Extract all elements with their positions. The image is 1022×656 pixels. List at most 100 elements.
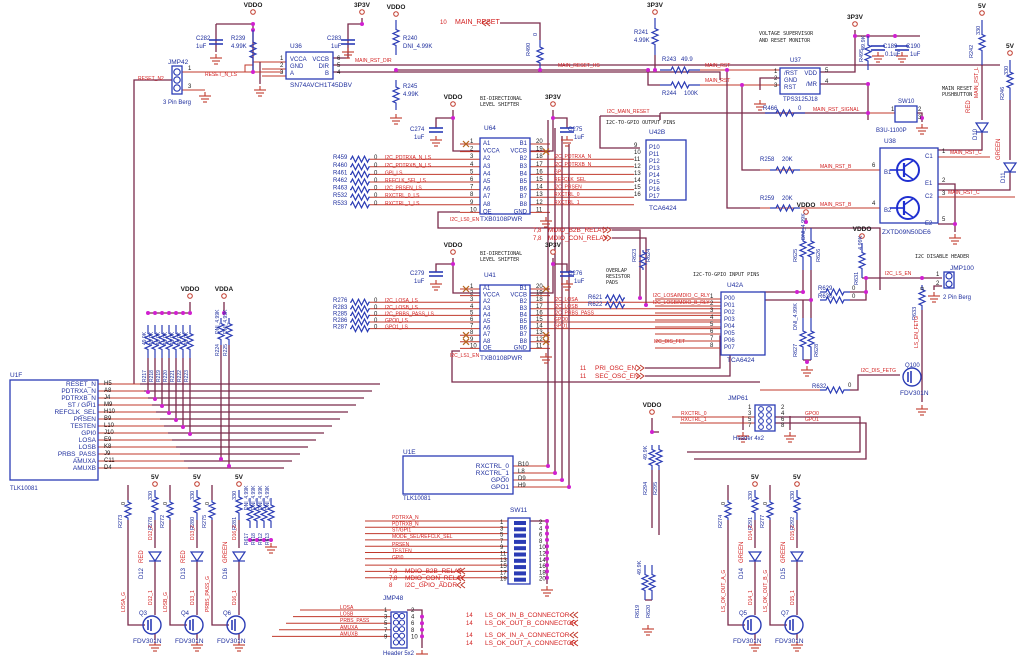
- u41-pin-num: 18: [536, 297, 543, 303]
- junction-dot: [262, 538, 266, 542]
- connector-sheet: 14: [466, 641, 473, 647]
- u64-pin: B2: [520, 156, 528, 162]
- resistor-icon: [350, 324, 370, 333]
- junction-dot: [740, 83, 744, 87]
- led-color: GREEN: [223, 542, 229, 563]
- u64-pin-num: 10: [470, 207, 477, 213]
- jmp61-part: Header 4x2: [733, 436, 765, 442]
- u64-pin-num: 4: [470, 162, 474, 168]
- u64-pin: B8: [520, 202, 528, 208]
- u42a-pin: P01: [724, 303, 735, 309]
- u41-pin-num: 14: [536, 324, 543, 330]
- u41-title: BI-DIRECTIONAL: [480, 251, 522, 257]
- sw11-pin-odd: 7: [500, 539, 504, 545]
- u64-pin-num: 5: [470, 169, 474, 175]
- jmp100-pin: 2: [936, 281, 940, 287]
- power-label: VDDO: [387, 4, 406, 11]
- u64-pin-num: 9: [470, 200, 474, 206]
- ground-icon: [342, 48, 354, 59]
- u37-pin: GND: [784, 78, 798, 84]
- junction-dot: [920, 276, 924, 280]
- led-color: GREEN: [781, 542, 787, 563]
- offpage-connector-icon: [639, 364, 645, 372]
- u41-pin: B4: [520, 312, 528, 318]
- r242-ref: R242: [969, 45, 975, 58]
- u38-pin-e2: E2: [925, 221, 933, 227]
- dip-switch-slider: [514, 527, 526, 532]
- u64-pin: GND: [514, 209, 528, 215]
- junction-dot: [866, 111, 870, 115]
- u38-num: 3: [942, 191, 946, 197]
- led-fet-ref: Q5: [739, 611, 748, 617]
- u41-pin: GND: [514, 345, 528, 351]
- led-net-top: D12_2: [148, 525, 154, 540]
- u36-pin: DIR: [319, 64, 330, 70]
- u1f-pin: PRSEN: [74, 416, 97, 423]
- offpage-connector-icon: [460, 574, 466, 582]
- u38-num: 4: [872, 201, 876, 207]
- u1f-body: [9, 379, 99, 481]
- junction-dot: [551, 262, 555, 266]
- c274-ref: C274: [410, 127, 425, 133]
- u42b-ref: U42B: [649, 129, 665, 136]
- wire: [451, 350, 760, 383]
- led-gate-net: LS_OK_OUT_B_G: [763, 570, 769, 612]
- jumper-pin-icon: [173, 84, 181, 92]
- u1f-part: TLK10081: [10, 486, 38, 492]
- u64-pin-num: 3: [470, 154, 474, 160]
- u37-part: TPS3125J18: [783, 97, 818, 103]
- resistor-icon: [391, 20, 401, 55]
- wire: [850, 291, 867, 301]
- u64-right-net: I2C_PDTRXB_N: [554, 162, 592, 168]
- junction-dot: [866, 82, 870, 86]
- junction-dot: [251, 22, 255, 26]
- power-label: VDDO: [444, 94, 463, 101]
- r629-ref: R629: [818, 286, 833, 292]
- jmp61-body: [754, 404, 776, 432]
- resistor-icon: [234, 490, 244, 520]
- offpage-connector-icon: [456, 581, 462, 589]
- u41-pin: B2: [520, 299, 528, 305]
- u36-pin-num: 2: [280, 63, 284, 69]
- c282-ref: C282: [196, 36, 211, 42]
- resistor-icon: [820, 287, 850, 297]
- d10-ref: D10: [973, 128, 979, 140]
- power-port-icon: [859, 233, 865, 239]
- resistor-icon: [863, 36, 873, 70]
- u41-body: [479, 284, 531, 352]
- u64-right-net: REFCLK_SEL: [554, 177, 586, 183]
- u42a-pin-num: 7: [710, 336, 714, 342]
- r240-ref: R240: [403, 36, 418, 42]
- u42b-pin-num: 9: [634, 143, 638, 149]
- u42a-pin-num: 8: [710, 343, 714, 349]
- power-label: 5V: [151, 474, 160, 481]
- led-res-val: 330: [790, 491, 796, 500]
- i2c-disable-title: I2C DISABLE HEADER: [915, 254, 970, 260]
- u42b-pin-num: 16: [634, 192, 641, 198]
- u42b-pin: P10: [649, 145, 660, 151]
- junction-dot: [801, 290, 805, 294]
- jmp48-pin-even: 10: [411, 634, 418, 640]
- resistor-icon: [245, 498, 255, 528]
- u1f-ref: U1F: [10, 372, 22, 379]
- transistor-collector: [903, 159, 915, 168]
- resistor-icon: [820, 385, 850, 395]
- r632-val: 0: [848, 383, 852, 389]
- no-connect-icon: [462, 285, 470, 293]
- sw11-pin-even: 12: [539, 552, 546, 558]
- net-ls-en-fetg: LS_EN_FETG: [914, 316, 920, 348]
- sw11-pin-even: 18: [539, 570, 546, 576]
- led-res-val: 330: [232, 491, 238, 500]
- ground-icon: [916, 124, 928, 135]
- jmp48-pin-odd: 5: [384, 621, 388, 627]
- jmp48-body: [390, 611, 408, 649]
- led-net-top: D14_2: [748, 525, 754, 540]
- u64-res-val: 0: [374, 170, 378, 176]
- led-fet-ref: Q7: [781, 611, 790, 617]
- u41-pin: A6: [483, 326, 491, 332]
- sw10-title: PUSHBUTTON: [942, 92, 972, 98]
- net-i2c-ls1-en: I2C_LS1_EN: [450, 353, 480, 359]
- u1f-ball: L10: [104, 423, 115, 429]
- junction-dot: [188, 311, 192, 315]
- resistor-icon: [977, 20, 987, 65]
